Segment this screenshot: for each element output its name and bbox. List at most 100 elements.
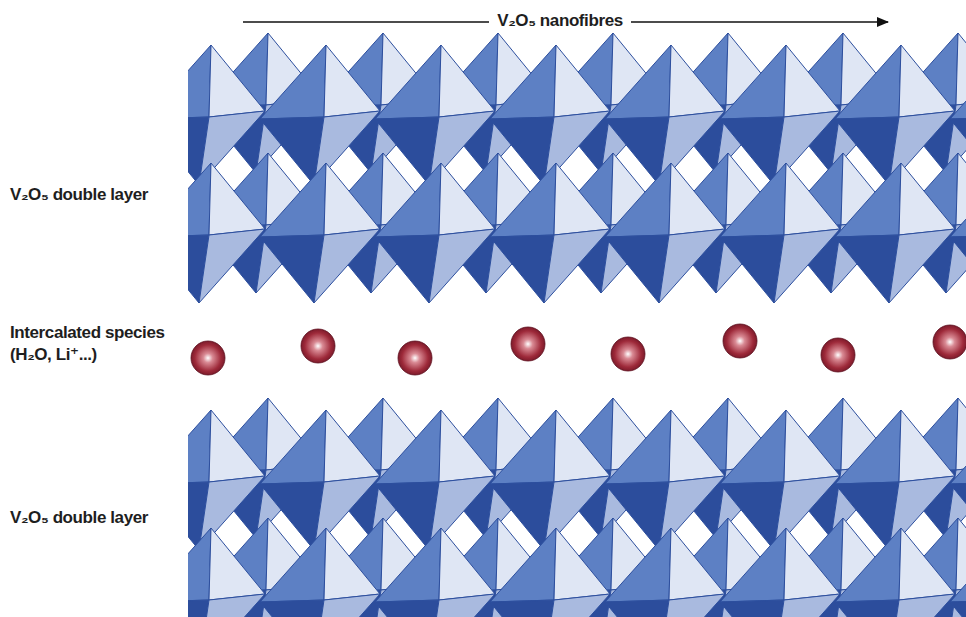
facet <box>835 45 901 119</box>
vo-octahedron <box>720 528 840 617</box>
facet <box>375 45 441 119</box>
facet <box>720 528 786 602</box>
facet <box>784 163 840 235</box>
vo-octahedron <box>188 45 265 185</box>
facet <box>669 528 725 600</box>
facet <box>554 528 610 600</box>
facet <box>375 528 441 602</box>
facet <box>260 600 324 617</box>
facet <box>260 163 326 237</box>
vo-octahedron <box>188 528 265 617</box>
facet <box>490 235 554 303</box>
facet <box>544 229 610 303</box>
vo-octahedron <box>490 45 610 185</box>
facet <box>375 410 441 484</box>
vo-octahedron <box>605 410 725 550</box>
facet <box>429 594 495 617</box>
facet <box>188 45 211 119</box>
vo-octahedron <box>835 163 955 303</box>
facet <box>835 410 901 484</box>
facet <box>314 229 380 303</box>
vo-octahedron <box>605 163 725 303</box>
facet <box>199 594 265 617</box>
vo-octahedron <box>490 163 610 303</box>
facet <box>199 229 265 303</box>
facet <box>605 235 669 303</box>
facet <box>439 163 495 235</box>
facet <box>720 600 784 617</box>
facet <box>209 528 265 600</box>
vo-octahedron <box>260 45 380 185</box>
facet <box>544 594 610 617</box>
vo-octahedron <box>260 163 380 303</box>
facet <box>774 229 840 303</box>
layer-label-holder: V₂O₅ double layer <box>10 184 190 206</box>
facet <box>490 45 556 119</box>
facet <box>260 45 326 119</box>
facet <box>835 235 899 303</box>
intercalated-sphere <box>821 338 855 372</box>
facet <box>605 600 669 617</box>
facet <box>835 163 901 237</box>
vo-octahedron <box>720 410 840 550</box>
facet <box>375 235 439 303</box>
facet <box>260 528 326 602</box>
layer-label-holder: V₂O₅ double layer <box>10 507 190 529</box>
intercalated-spheres <box>191 324 966 375</box>
facet <box>889 594 955 617</box>
vo-octahedron <box>260 410 380 550</box>
facet <box>554 410 610 482</box>
facet <box>324 163 380 235</box>
vo-octahedron <box>605 528 725 617</box>
vo-octahedron <box>375 528 495 617</box>
axis-title-holder: V₂O₅ nanofibres <box>489 10 631 32</box>
intercalated-sphere <box>301 329 335 363</box>
facet <box>375 163 441 237</box>
facet <box>605 163 671 237</box>
facet <box>659 594 725 617</box>
facet <box>439 410 495 482</box>
facet <box>260 410 326 484</box>
intercalated-sphere <box>191 341 225 375</box>
facet <box>324 410 380 482</box>
octahedra-layers <box>188 33 966 617</box>
vo-octahedron <box>950 163 966 303</box>
facet <box>324 528 380 600</box>
facet <box>260 235 324 303</box>
vo-octahedron <box>188 410 265 550</box>
layer-label: V₂O₅ double layer <box>10 184 190 206</box>
facet <box>554 163 610 235</box>
vo-octahedron <box>490 528 610 617</box>
facet <box>554 45 610 117</box>
facet <box>720 163 786 237</box>
facet <box>950 600 966 617</box>
axis-title: V₂O₅ nanofibres <box>489 10 631 32</box>
facet <box>835 600 899 617</box>
facet <box>605 410 671 484</box>
facet <box>956 33 966 105</box>
facet <box>784 410 840 482</box>
facet <box>950 528 966 602</box>
vo-octahedron <box>835 528 955 617</box>
intercalated-sphere <box>511 327 545 361</box>
facet <box>899 163 955 235</box>
facet <box>324 45 380 117</box>
vo-octahedron <box>375 45 495 185</box>
vo-octahedron <box>375 410 495 550</box>
facet <box>439 528 495 600</box>
intercalated-sphere <box>933 325 966 359</box>
facet <box>950 235 966 303</box>
vo-octahedron <box>720 163 840 303</box>
facet <box>784 45 840 117</box>
facet <box>188 410 211 484</box>
facet <box>669 410 725 482</box>
facet <box>720 410 786 484</box>
facet <box>720 235 784 303</box>
intercalated-sphere <box>611 337 645 371</box>
intercalation-label: Intercalated species (H₂O, Li⁺...) <box>10 322 192 366</box>
vo-octahedron <box>260 528 380 617</box>
intercalation-label-holder: Intercalated species (H₂O, Li⁺...) <box>10 322 192 366</box>
facet <box>490 410 556 484</box>
facet <box>375 600 439 617</box>
facet <box>490 600 554 617</box>
